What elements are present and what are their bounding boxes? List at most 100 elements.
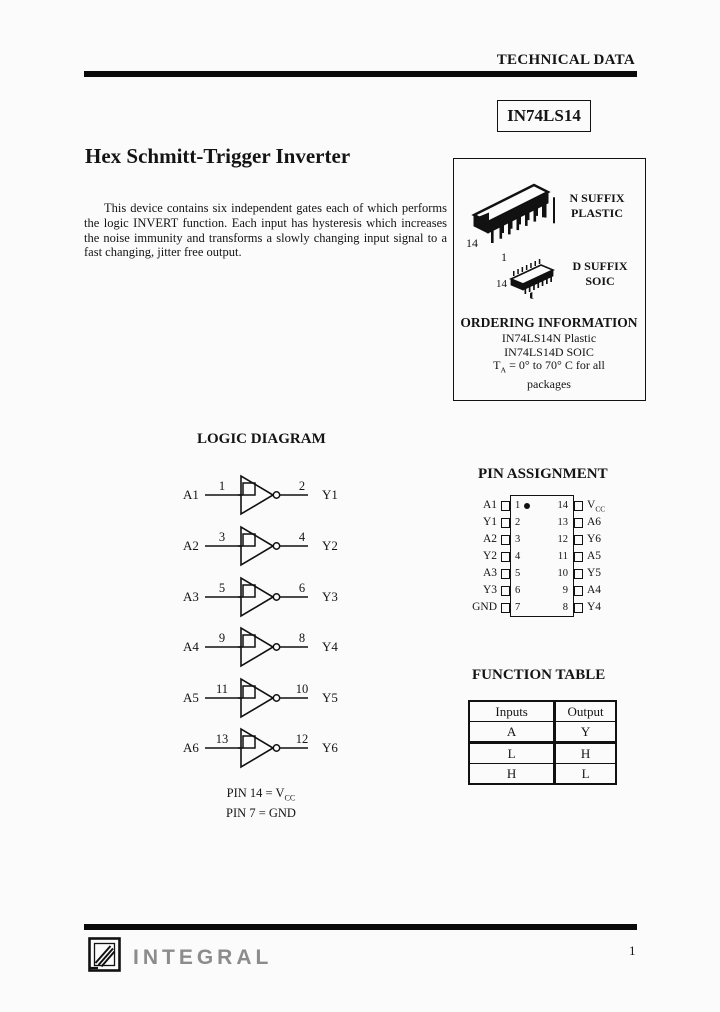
gate3-output-pin: 6 [299,581,305,595]
inverter-gate-symbol: 5 6 [205,576,308,618]
ordering-heading: ORDERING INFORMATION [460,315,638,330]
pin-number-7: 7 [515,602,521,613]
ordering-line-soic: IN74LS14D SOIC [504,344,594,359]
pin-label-a1: A1 [482,499,497,511]
vcc-note-text: PIN 14 = V [226,786,285,800]
inverter-gate-symbol: 11 10 [205,677,309,719]
hysteresis-icon [242,735,256,749]
inversion-bubble-icon [272,542,281,550]
pin-label-y6: Y6 [587,533,602,545]
dip-package-label: N SUFFIX PLASTIC [560,191,634,220]
pin-label-y3: Y3 [482,584,497,596]
technical-data-label: TECHNICAL DATA [496,52,635,68]
gnd-pin-note: PIN 7 = GND [226,805,296,820]
pin-stub-icon [574,586,583,596]
gate2-input-pin: 3 [219,530,225,544]
integral-logo [88,937,121,972]
inverter-gate-symbol: 1 2 [205,474,308,516]
gate3-output-label: Y3 [322,589,338,604]
inverter-gate-symbol: 3 4 [205,525,308,567]
vcc-sub: CC [595,504,606,514]
brand-name: INTEGRAL [133,946,273,969]
gate1-output-label: Y1 [322,487,338,502]
hysteresis-icon [242,533,256,547]
pin-number-13: 13 [557,517,569,528]
cell-input-l: L [468,742,556,764]
pin-stub-icon [501,552,510,562]
gate4-input-pin: 9 [219,631,225,645]
logic-diagram-heading: LOGIC DIAGRAM [197,431,326,447]
pin-stub-icon [574,569,583,579]
inversion-bubble-icon [272,491,281,499]
pin-stub-icon [574,552,583,562]
soic-package-label: D SUFFIX SOIC [566,259,634,288]
gate2-output-label: Y2 [322,538,338,553]
gate2-input-label: A2 [183,538,199,553]
dip-pin14-label: 14 [466,236,478,250]
soic-pin1-label: 1 [529,290,535,302]
pin-number-3: 3 [515,534,521,545]
dip-package-drawing [471,183,555,243]
hysteresis-icon [242,634,256,648]
pin-number-9: 9 [562,585,568,596]
pin-stub-icon [501,518,510,528]
inversion-bubble-icon [272,694,281,702]
pin-label-y1: Y1 [482,516,497,528]
gate1-input-label: A1 [183,487,199,502]
dip-pin1-label: 1 [501,250,507,264]
pin-number-6: 6 [515,585,521,596]
gate4-output-label: Y4 [322,639,338,654]
gate2-output-pin: 4 [299,530,306,544]
column-header-inputs: Inputs [468,700,556,722]
pin-stub-icon [574,535,583,545]
inversion-bubble-icon [272,744,281,752]
header-rule [84,71,637,77]
table-header-row: Inputs Output [468,700,617,722]
plastic-line: PLASTIC [570,205,623,220]
vcc-note-subscript: CC [284,793,296,803]
pin-label-y5: Y5 [587,567,602,579]
gate6-output-label: Y6 [322,740,338,755]
cell-input-a: A [468,721,556,744]
pin-stub-icon [574,518,583,528]
table-row: H L [468,763,617,785]
gate5-output-label: Y5 [322,690,338,705]
hysteresis-icon [242,685,256,699]
gate3-input-label: A3 [183,589,199,604]
gate5-output-pin: 10 [296,682,309,696]
gate6-input-pin: 13 [216,732,229,746]
inverter-gate-symbol: 9 8 [205,626,308,668]
gate6-output-pin: 12 [296,732,309,746]
vcc-pin-note: PIN 14 = VCC [207,786,315,806]
gate4-input-label: A4 [183,639,199,654]
package-ordering-box [453,158,646,401]
pin1-dot-icon [524,503,530,509]
pin-assignment-heading: PIN ASSIGNMENT [478,466,608,482]
pin-label-a4: A4 [587,584,602,596]
ordering-line-plastic: IN74LS14N Plastic [501,330,597,345]
pin-stub-icon [574,603,583,613]
gate3-input-pin: 5 [219,581,225,595]
pin-label-a5: A5 [587,550,602,562]
description-paragraph: This device contains six independent gat… [84,201,447,260]
d-suffix-line: D SUFFIX [572,259,628,273]
pin-number-12: 12 [557,534,569,545]
part-number-box: IN74LS14 [497,100,591,132]
temp-subscript: A [500,365,507,375]
pin-number-8: 8 [562,602,568,613]
pin-stub-icon [501,501,510,511]
part-number: IN74LS14 [507,106,581,125]
pin-label-a3: A3 [482,567,497,579]
cell-output-h: H [553,742,617,764]
pin-number-2: 2 [515,517,521,528]
hysteresis-icon [242,584,256,598]
pin-label-gnd: GND [472,601,497,613]
pin-number-14: 14 [557,500,569,511]
power-pin-note: PIN 14 = VCC PIN 7 = GND [207,786,315,821]
footer-rule [84,924,637,930]
pin-number-5: 5 [515,568,521,579]
column-header-output: Output [553,700,617,722]
hysteresis-icon [242,482,256,496]
gate1-input-pin: 1 [219,479,225,493]
